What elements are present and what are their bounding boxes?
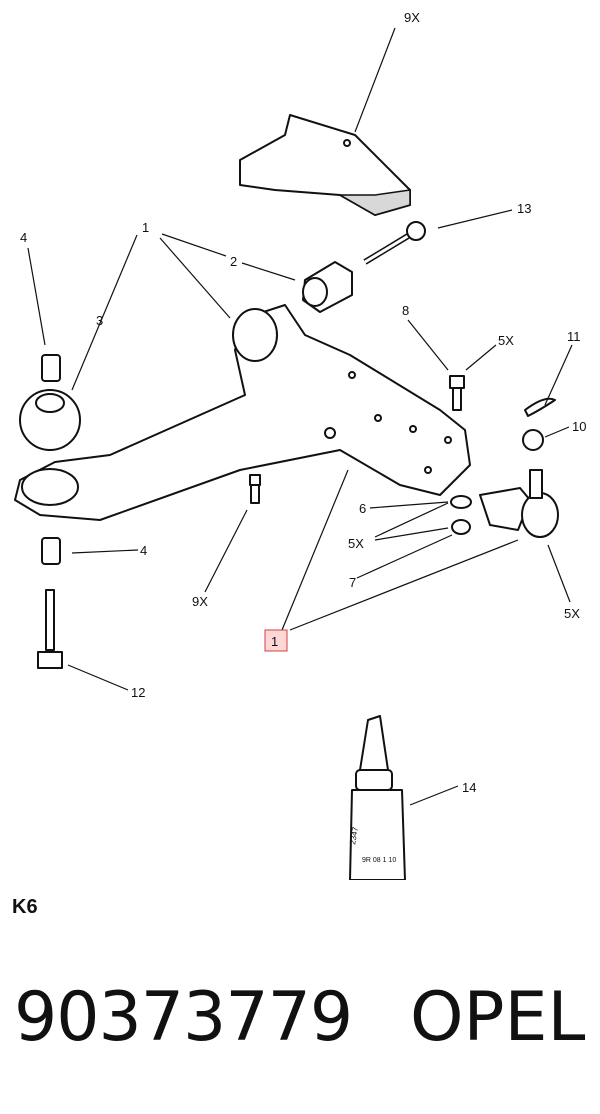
- callout-6: 6: [359, 501, 366, 516]
- exploded-parts-diagram: 2347 9R 08 1 10 9X 13 1 2 3 4 8 5X 11 10…: [14, 10, 586, 880]
- brand-name: OPEL: [410, 978, 586, 1057]
- callout-1: 1: [142, 220, 149, 235]
- callout-12: 12: [131, 685, 145, 700]
- bushing-2: [302, 261, 353, 313]
- bushing-3: [19, 389, 81, 451]
- part-number: 90373779: [14, 978, 353, 1057]
- section-code: K6: [12, 896, 38, 918]
- callout-9x-top: 9X: [404, 10, 420, 25]
- callout-3: 3: [96, 313, 103, 328]
- washer-6: [450, 495, 472, 509]
- callout-2: 2: [230, 254, 237, 269]
- sleeve-4-bottom: [41, 537, 61, 565]
- callout-7: 7: [349, 575, 356, 590]
- nut-7: [451, 519, 471, 535]
- callout-5x-bottom: 5X: [564, 606, 580, 621]
- sleeve-4-top: [41, 354, 61, 382]
- control-arm: [14, 304, 471, 521]
- callout-10: 10: [572, 419, 586, 434]
- leader-lines: [27, 27, 573, 806]
- bolt-8: [449, 375, 465, 411]
- highlighted-callout-1[interactable]: 1: [264, 629, 288, 652]
- callout-14: 14: [462, 780, 476, 795]
- bolt-12: [37, 589, 63, 669]
- callout-13: 13: [517, 201, 531, 216]
- ball-joint: [479, 469, 559, 538]
- bottle-label-1: 2347: [348, 826, 360, 846]
- bottle-label-2: 9R 08 1 10: [362, 857, 396, 864]
- callout-1-highlight: 1: [271, 634, 278, 649]
- callout-4-top: 4: [20, 230, 27, 245]
- cotter-pin-11: [524, 397, 556, 417]
- callout-11: 11: [567, 329, 581, 344]
- bolt-13: [363, 221, 426, 265]
- callout-9x-bottom: 9X: [192, 594, 208, 609]
- bolt-9x-small: [249, 474, 261, 504]
- callout-4-bottom: 4: [140, 543, 147, 558]
- bracket-shield: [239, 114, 411, 216]
- callout-5x-middle: 5X: [348, 536, 364, 551]
- callout-5x-right: 5X: [498, 333, 514, 348]
- adhesive-bottle-14: 2347 9R 08 1 10: [348, 715, 406, 880]
- castle-nut-10: [522, 429, 544, 451]
- callout-8: 8: [402, 303, 409, 318]
